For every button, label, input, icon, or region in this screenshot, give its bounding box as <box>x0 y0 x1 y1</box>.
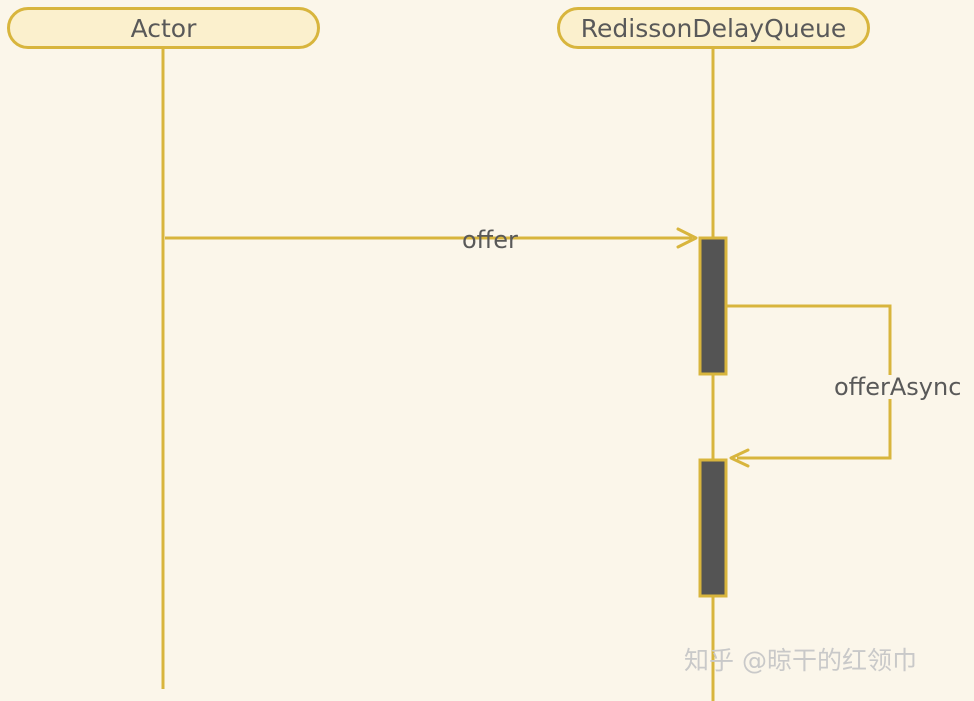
redisson-delay-queue-participant: RedissonDelayQueue <box>557 7 870 49</box>
queue-activation-offer <box>698 236 728 376</box>
offerasync-message-label: offerAsync <box>834 373 962 401</box>
actor-label: Actor <box>130 13 197 43</box>
queue-activation-offerasync <box>698 458 728 598</box>
offer-message-arrowhead <box>676 227 698 249</box>
redisson-delay-queue-label: RedissonDelayQueue <box>580 13 847 43</box>
offer-message-label: offer <box>462 226 518 254</box>
actor-participant: Actor <box>7 7 320 49</box>
offerasync-self-message-arrowhead <box>729 448 750 468</box>
zhihu-watermark: 知乎 @晾干的红领巾 <box>684 646 917 675</box>
